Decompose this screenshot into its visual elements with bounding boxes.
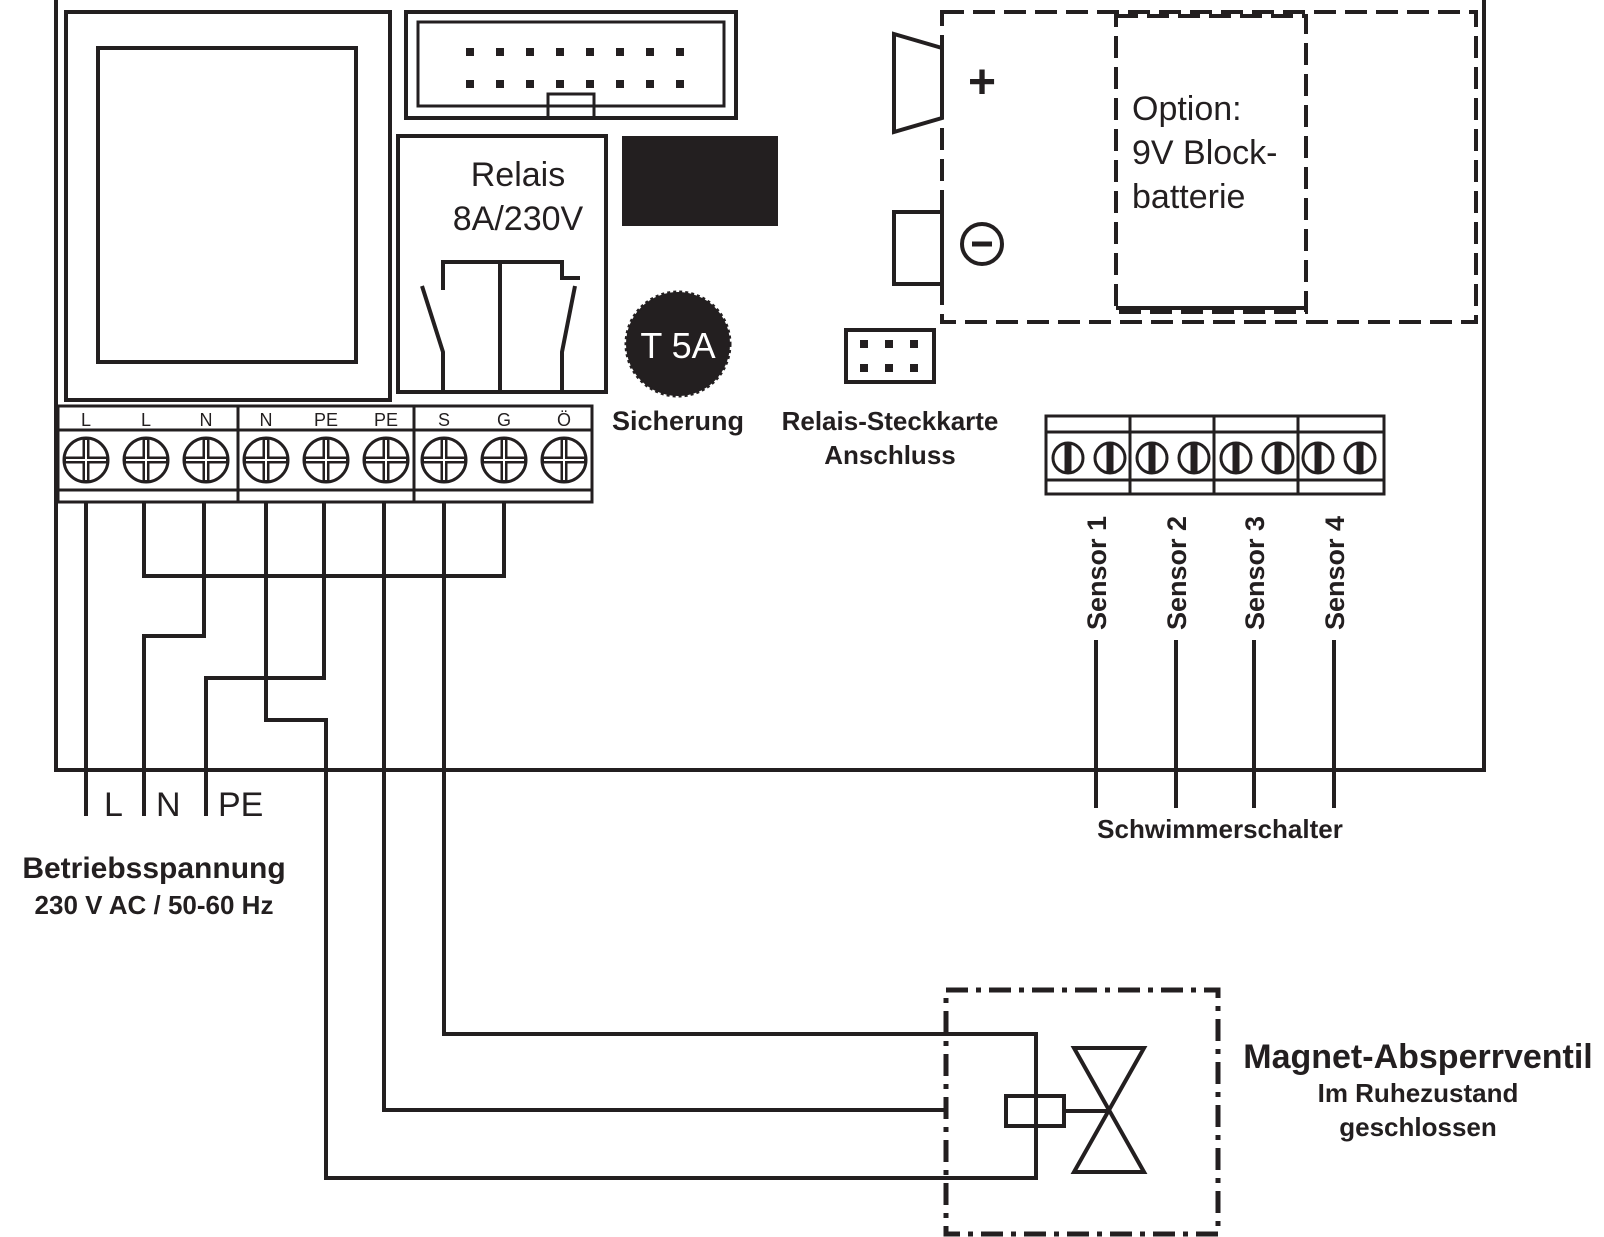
terminal-screw (302, 436, 350, 484)
fuse-label: T 5A (640, 325, 715, 366)
ribbon-pin (586, 80, 594, 88)
terminal-label: PE (374, 410, 398, 430)
terminal-label: L (81, 410, 91, 430)
terminal-label: L (141, 410, 151, 430)
relay-card-line2: Anschluss (824, 440, 956, 470)
battery-line3: batterie (1132, 178, 1245, 216)
ribbon-pin (646, 80, 654, 88)
ribbon-connector (404, 10, 738, 120)
valve-state-line2: geschlossen (1339, 1112, 1497, 1142)
relay-title: Relais (471, 156, 565, 194)
ribbon-pin (526, 80, 534, 88)
terminal-label: N (260, 410, 273, 430)
supply-wiring: L N PE Betriebsspannung 230 V AC / 50-60… (22, 502, 1038, 1180)
supply-wire-n: N (156, 786, 181, 824)
sensor-label: Sensor 1 (1082, 516, 1112, 630)
ribbon-pin (556, 80, 564, 88)
terminal-screw (362, 436, 410, 484)
sensor-terminal-screw (1219, 441, 1253, 475)
solenoid-valve: Magnet-Absperrventil Im Ruhezustand gesc… (943, 987, 1593, 1237)
sensor-label: Sensor 3 (1240, 516, 1270, 630)
battery-plus: + (968, 56, 996, 109)
fuse: T 5A Sicherung (612, 290, 744, 436)
supply-wire-pe: PE (218, 786, 263, 824)
sensor-terminal-screw (1093, 441, 1127, 475)
ribbon-pin (676, 48, 684, 56)
sensor-terminal-screw (1343, 441, 1377, 475)
terminal-screw (182, 436, 230, 484)
float-switch-wiring: Schwimmerschalter (1094, 640, 1343, 844)
supply-wire-l: L (104, 786, 123, 824)
supply-spec: 230 V AC / 50-60 Hz (35, 890, 274, 920)
relay: Relais 8A/230V (396, 134, 608, 394)
relay-rating: 8A/230V (453, 200, 584, 238)
battery-line1: Option: (1132, 90, 1242, 128)
sensor-terminal-block: Sensor 1 Sensor 2 Sensor 3 Sensor 4 (1044, 414, 1386, 630)
ribbon-pin (586, 48, 594, 56)
ribbon-pin (466, 48, 474, 56)
fuse-caption: Sicherung (612, 406, 744, 436)
transformer (64, 10, 392, 402)
sensor-terminal-screw (1301, 441, 1335, 475)
ribbon-pin (466, 80, 474, 88)
sensor-label: Sensor 4 (1320, 516, 1350, 630)
terminal-screw (122, 436, 170, 484)
terminal-screw (480, 436, 528, 484)
sensor-label: Sensor 2 (1162, 516, 1192, 630)
ribbon-pin (616, 80, 624, 88)
control-unit-housing (54, 0, 1486, 772)
relay-card-line1: Relais-Steckkarte (782, 406, 999, 436)
relay-card-connector: Relais-Steckkarte Anschluss (782, 328, 999, 470)
float-switch-label: Schwimmerschalter (1097, 814, 1343, 844)
black-component (622, 136, 778, 226)
sensor-terminal-screw (1051, 441, 1085, 475)
relay-contact-symbol (420, 260, 580, 390)
ribbon-pin (646, 48, 654, 56)
valve-state-line1: Im Ruhezustand (1318, 1078, 1519, 1108)
terminal-label: PE (314, 410, 338, 430)
ribbon-pin (616, 48, 624, 56)
ribbon-pin (556, 48, 564, 56)
ribbon-pin (496, 48, 504, 56)
terminal-screw (242, 436, 290, 484)
terminal-screw (540, 436, 588, 484)
ribbon-pin (496, 80, 504, 88)
terminal-label: N (200, 410, 213, 430)
sensor-terminal-screw (1261, 441, 1295, 475)
battery-line2: 9V Block- (1132, 134, 1278, 172)
ribbon-pin (526, 48, 534, 56)
valve-title: Magnet-Absperrventil (1243, 1038, 1593, 1076)
sensor-terminal-screw (1177, 441, 1211, 475)
terminal-screw (420, 436, 468, 484)
battery-option: + Option: 9V Block- batterie (892, 10, 1478, 324)
sensor-terminal-screw (1135, 441, 1169, 475)
terminal-screw (62, 436, 110, 484)
supply-title: Betriebsspannung (22, 852, 285, 885)
terminal-block: L L N N PE PE S G Ö (56, 404, 594, 504)
terminal-label: Ö (557, 410, 571, 430)
terminal-label: G (497, 410, 511, 430)
terminal-label: S (438, 410, 450, 430)
ribbon-pin (676, 80, 684, 88)
